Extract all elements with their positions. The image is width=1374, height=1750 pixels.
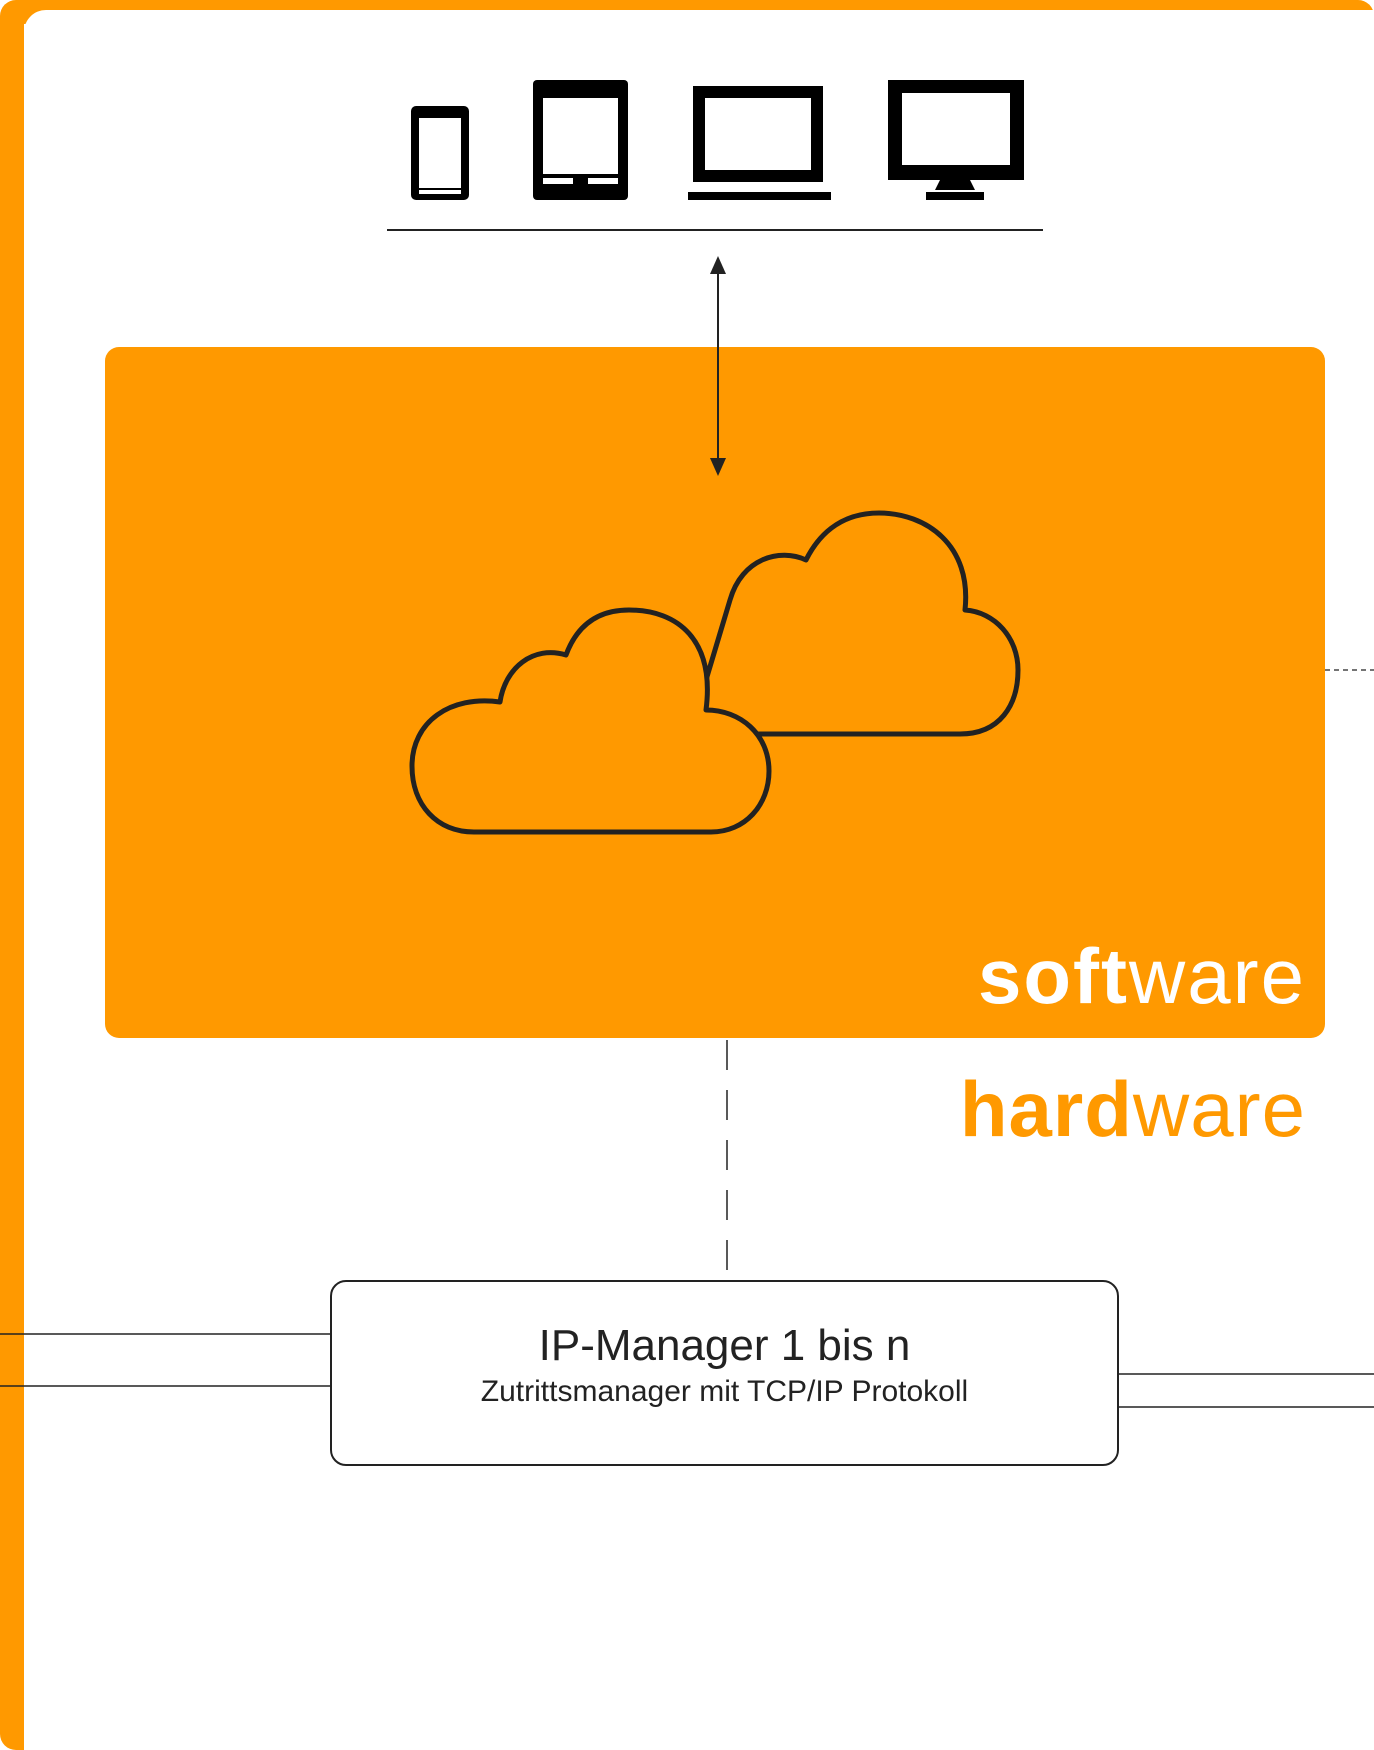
ip-manager-title: IP-Manager 1 bis n <box>538 1321 911 1370</box>
bidirectional-arrow <box>710 256 726 476</box>
cloud-icon <box>409 510 1021 835</box>
tablet-icon <box>533 80 628 200</box>
software-label-regular: ware <box>1128 932 1306 1020</box>
hardware-label-regular: ware <box>1132 1065 1306 1153</box>
desktop-monitor-icon <box>888 80 1024 200</box>
ip-manager-box: IP-Manager 1 bis n Zutrittsmanager mit T… <box>330 1280 1119 1466</box>
software-label: software <box>978 937 1306 1015</box>
software-label-bold: soft <box>977 932 1129 1020</box>
smartphone-icon <box>411 106 469 200</box>
ip-manager-subtitle: Zutrittsmanager mit TCP/IP Protokoll <box>480 1375 969 1409</box>
hardware-label: hardware <box>960 1070 1306 1148</box>
hardware-label-bold: hard <box>959 1065 1133 1153</box>
laptop-icon <box>688 86 831 200</box>
